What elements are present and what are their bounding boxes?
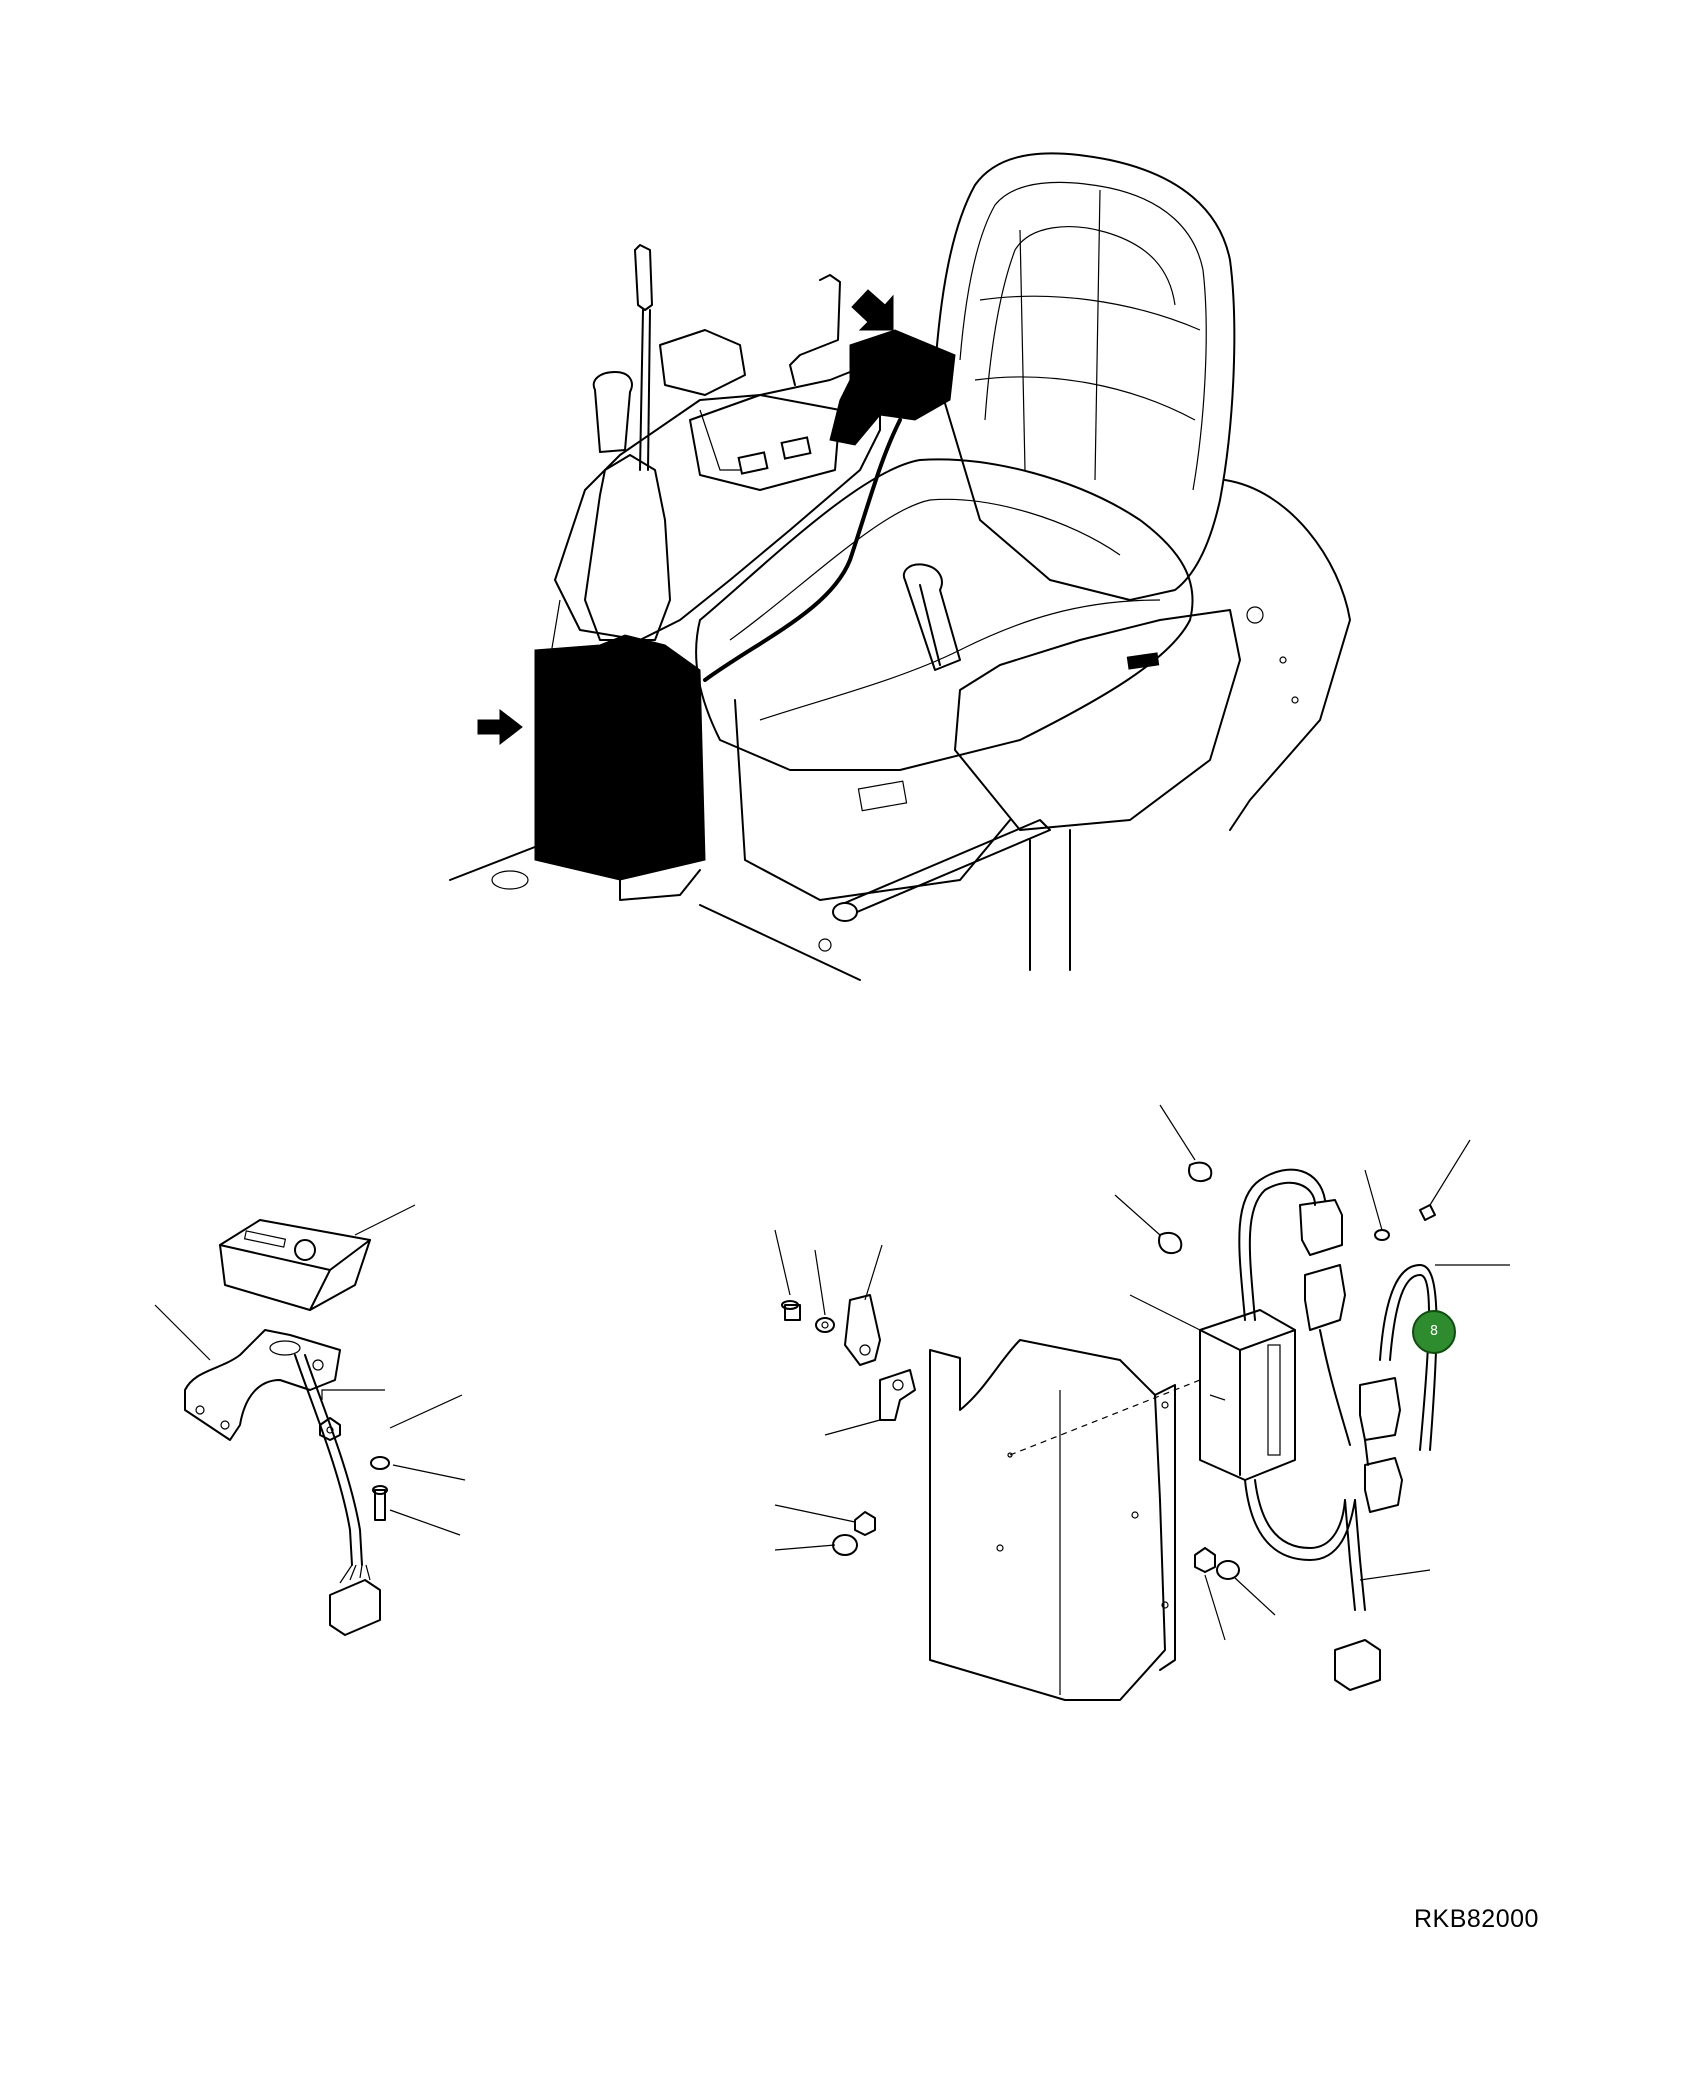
seat-base bbox=[734, 699, 1011, 901]
seat-cushion bbox=[695, 458, 1194, 771]
switch-panel bbox=[689, 394, 841, 491]
left-console bbox=[554, 359, 881, 641]
top-control-unit bbox=[829, 329, 956, 446]
seat-backrest bbox=[934, 152, 1236, 601]
rear-lever bbox=[789, 274, 841, 386]
panel-assembly bbox=[774, 1104, 1510, 1701]
drawing-reference-code: RKB82000 bbox=[1414, 1905, 1539, 1933]
arrow-right-icon bbox=[477, 708, 523, 746]
harness-cable bbox=[703, 418, 902, 682]
right-joystick bbox=[902, 563, 961, 671]
monitor-assembly bbox=[154, 1204, 466, 1636]
callout-number-badge: 8 bbox=[1412, 1310, 1456, 1354]
left-armrest bbox=[659, 329, 746, 396]
left-lever bbox=[634, 244, 653, 311]
left-control-tower bbox=[584, 454, 671, 641]
right-frame bbox=[1224, 479, 1351, 831]
mount-bracket bbox=[184, 1329, 341, 1441]
side-control-box bbox=[534, 634, 706, 901]
control-unit bbox=[1199, 1309, 1296, 1481]
seat-assembly bbox=[449, 152, 1351, 981]
left-joystick bbox=[592, 371, 633, 453]
hand-lever bbox=[839, 819, 1051, 916]
hour-meter-face bbox=[219, 1219, 371, 1271]
cover-panel bbox=[929, 1339, 1166, 1701]
arrow-down-right-icon bbox=[851, 289, 894, 331]
right-console bbox=[954, 609, 1241, 831]
